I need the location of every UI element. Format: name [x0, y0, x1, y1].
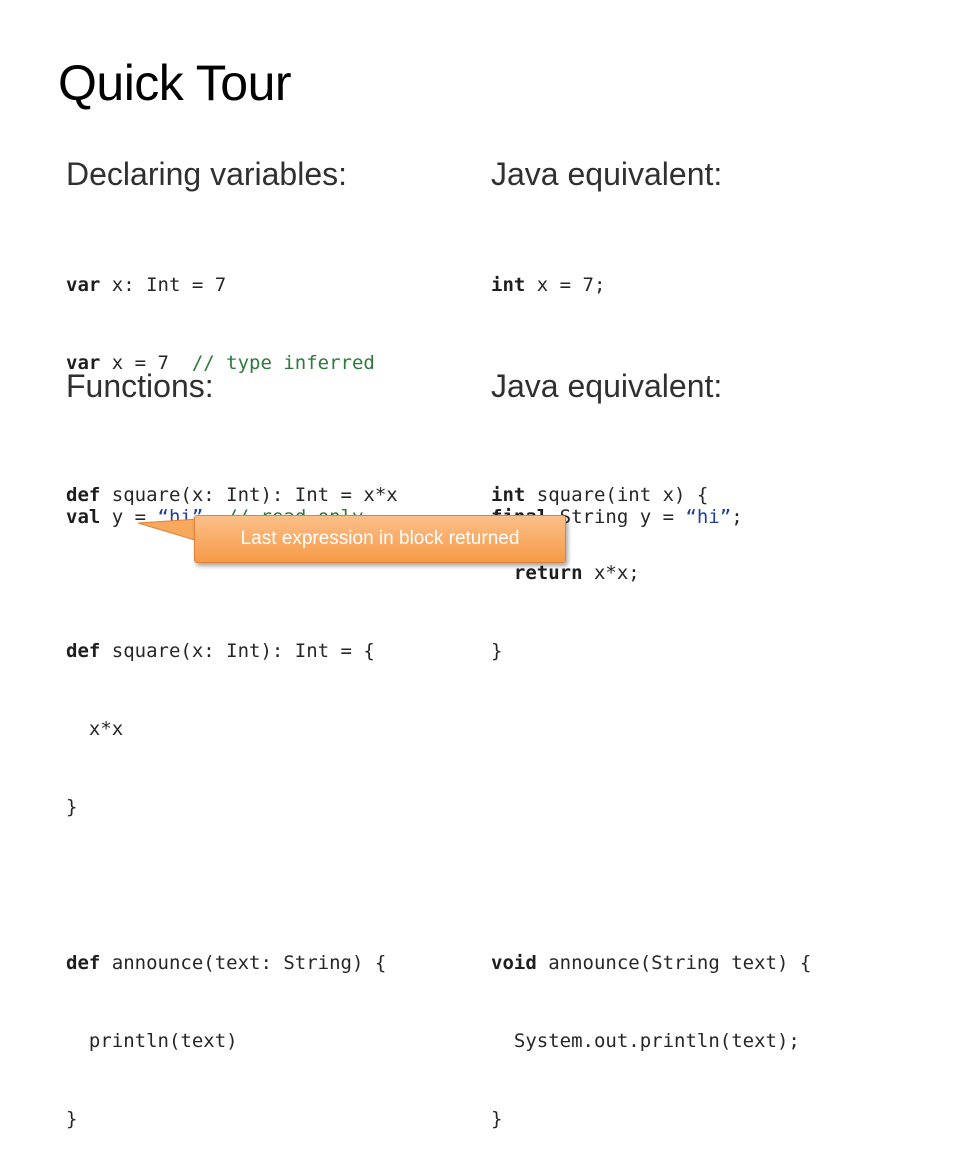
code-text: x*x — [66, 718, 124, 740]
code-text: } — [491, 1108, 503, 1130]
code-text: } — [66, 796, 78, 818]
code-line: } — [491, 638, 811, 664]
code-text: square(x: Int): Int = x*x — [100, 484, 398, 506]
code-line: int x = 7; — [491, 272, 743, 298]
code-line: var x: Int = 7 — [66, 272, 375, 298]
callout-pointer — [137, 518, 199, 542]
callout-text: Last expression in block returned — [194, 515, 566, 563]
declaring-heading: Declaring variables: — [66, 156, 348, 192]
callout: Last expression in block returned — [137, 515, 566, 563]
code-text: x = 7 — [100, 352, 192, 374]
code-comment: // type inferred — [191, 352, 375, 374]
code-text: } — [66, 1108, 78, 1130]
code-text: println(text) — [66, 1030, 238, 1052]
code-gap — [491, 872, 811, 898]
code-gap — [66, 872, 398, 898]
code-line: } — [66, 794, 398, 820]
code-gap — [66, 560, 398, 586]
keyword: val — [66, 506, 101, 528]
keyword: def — [66, 952, 101, 974]
code-line: var x = 7 // type inferred — [66, 350, 375, 376]
code-text: square(int x) { — [525, 484, 709, 506]
code-text: announce(String text) { — [536, 952, 812, 974]
keyword: return — [513, 562, 583, 584]
code-text: y = — [100, 506, 158, 528]
code-line: System.out.println(text); — [491, 1028, 811, 1054]
keyword: var — [66, 274, 101, 296]
keyword: void — [491, 952, 537, 974]
code-line: def square(x: Int): Int = { — [66, 638, 398, 664]
code-text: System.out.println(text); — [491, 1030, 800, 1052]
keyword: def — [66, 484, 101, 506]
slide-title: Quick Tour — [58, 55, 292, 111]
code-text: x*x; — [582, 562, 640, 584]
code-text: x = 7; — [525, 274, 606, 296]
code-text: announce(text: String) { — [100, 952, 387, 974]
code-line: return x*x; — [491, 560, 811, 586]
code-line: void announce(String text) { — [491, 950, 811, 976]
code-indent — [491, 562, 514, 584]
functions-heading: Functions: — [66, 368, 214, 404]
code-text: x: Int = 7 — [100, 274, 227, 296]
declaring-java-heading: Java equivalent: — [491, 156, 723, 192]
keyword: int — [491, 274, 526, 296]
code-text: String y = — [548, 506, 686, 528]
code-text: } — [491, 640, 503, 662]
functions-java-heading: Java equivalent: — [491, 368, 723, 404]
code-line: } — [491, 1106, 811, 1132]
code-text: ; — [731, 506, 743, 528]
code-gap — [491, 794, 811, 820]
code-text: square(x: Int): Int = { — [100, 640, 375, 662]
keyword: int — [491, 484, 526, 506]
code-line: def square(x: Int): Int = x*x — [66, 482, 398, 508]
keyword: var — [66, 352, 101, 374]
string-literal: “hi” — [685, 506, 732, 528]
code-line: println(text) — [66, 1028, 398, 1054]
code-line: def announce(text: String) { — [66, 950, 398, 976]
code-line: } — [66, 1106, 398, 1132]
code-line: int square(int x) { — [491, 482, 811, 508]
keyword: def — [66, 640, 101, 662]
